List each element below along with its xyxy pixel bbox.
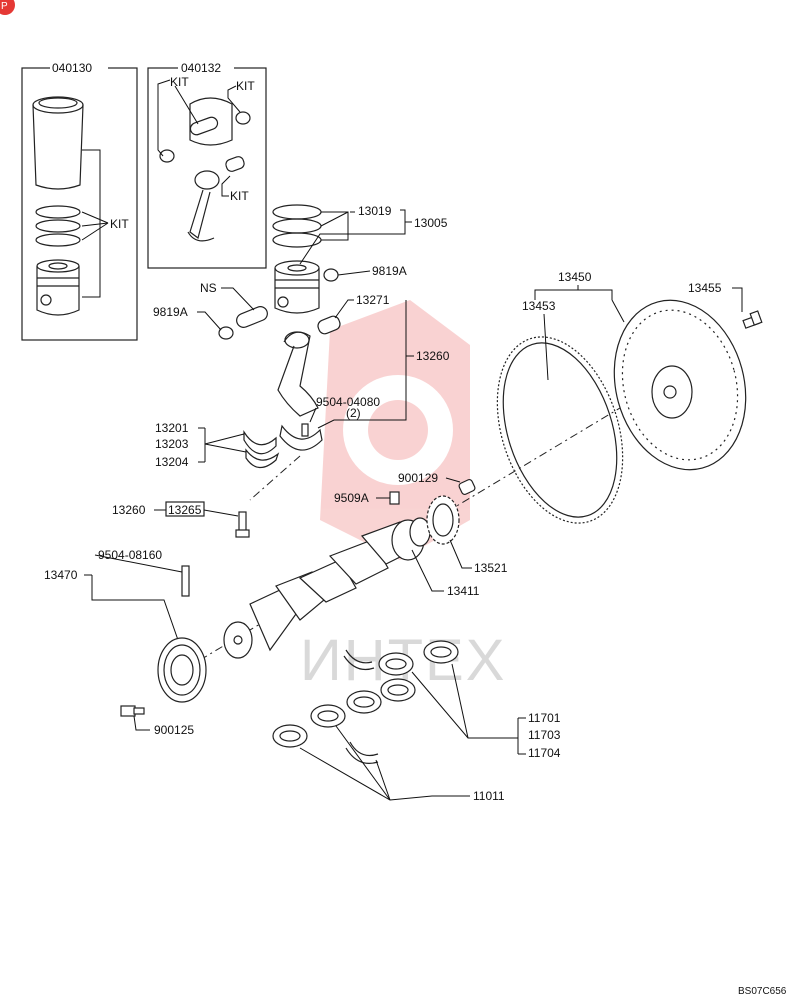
connecting-rod [277,331,319,417]
woodruff-key-9509a [389,491,400,505]
callout-13470: 13470 [44,568,78,582]
kit-small-end-bush [225,156,245,172]
piston-ring-2 [35,219,81,233]
callout-9819a-left: 9819A [153,305,188,319]
crank-gear-13521 [426,495,460,545]
kit-snap-ring-right [235,111,251,125]
callout-9819a-top: 9819A [372,264,407,278]
pulley-pin-9504-08160 [181,565,190,597]
callout-kit-b: KIT [170,75,189,89]
dowel-pin-900129 [458,478,476,496]
callout-900125: 900125 [154,723,194,737]
callout-11011: 11011 [473,789,505,803]
callout-13260-left: 13260 [112,503,146,517]
kit-piston-outline [189,97,233,146]
callout-13521: 13521 [474,561,508,575]
small-end-bushing-13271 [317,315,341,335]
rod-bearing-upper [243,429,277,455]
kit-snap-ring-left [159,149,175,163]
snap-ring-9819a-left [218,326,234,340]
callout-040130: 040130 [52,61,92,75]
snap-ring-9819a-top [323,268,339,282]
callout-13260-right: 13260 [416,349,450,363]
callout-kit-a: KIT [110,217,129,231]
piston-rings-13019 [272,204,322,248]
watermark-logo [320,300,470,560]
kit-conrod-small-end [194,170,220,190]
pulley-bolt-900125 [120,705,136,717]
piston-body [36,266,80,316]
callout-13019: 13019 [358,204,392,218]
callout-13271: 13271 [356,293,390,307]
watermark-gear-hole [343,375,453,485]
corner-badge: P [0,0,15,15]
callout-11704: 11704 [528,746,561,760]
piston-pin [236,306,268,328]
callout-13265: 13265 [168,503,202,517]
kit-conrod-shank [189,189,211,240]
piston-ring-1 [35,205,81,219]
callout-kit-c: KIT [236,79,255,93]
callout-qty-2: (2) [346,406,361,420]
callout-13201: 13201 [155,421,189,435]
callout-11703: 11703 [528,728,561,742]
callout-11701: 11701 [528,711,561,725]
piston-ring-3 [35,233,81,247]
piston-assembly [274,260,320,314]
main-bearing-shells [272,640,459,764]
callout-kit-d: KIT [230,189,249,203]
callout-13453: 13453 [522,299,556,313]
callout-900129: 900129 [398,471,438,485]
flywheel-13450 [613,299,747,471]
callout-13411: 13411 [447,584,480,598]
watermark-gear-hub [368,400,428,460]
connecting-rod-cap [279,424,323,451]
ring-gear-13453 [496,336,624,524]
callout-13005: 13005 [414,216,448,230]
group-040132-frame: 040132 KIT KIT KIT [147,61,267,269]
cylinder-liner [32,104,84,190]
callout-9504-08160: 9504-08160 [98,548,162,562]
drawing-code: BS07C656 [738,986,787,997]
corner-badge-text: P [1,1,8,12]
callout-9504-04080: 9504-04080 [316,395,380,409]
group-040130-frame: 040130 KIT [21,61,138,341]
kit-piston-pin [189,116,219,136]
rod-bearing-lower [245,448,280,469]
callout-040132: 040132 [181,61,221,75]
callout-ns: NS [200,281,217,295]
piston-top [36,259,80,273]
crank-pulley-13470 [157,637,207,703]
callout-13450: 13450 [558,270,592,284]
callout-13455: 13455 [688,281,722,295]
crankshaft-13411 [223,517,431,659]
watermark-gear-shape [320,300,470,560]
callout-13203: 13203 [155,437,189,451]
callout-9509a: 9509A [334,491,369,505]
callout-13204: 13204 [155,455,189,469]
rod-bolt-13265 [238,511,247,533]
